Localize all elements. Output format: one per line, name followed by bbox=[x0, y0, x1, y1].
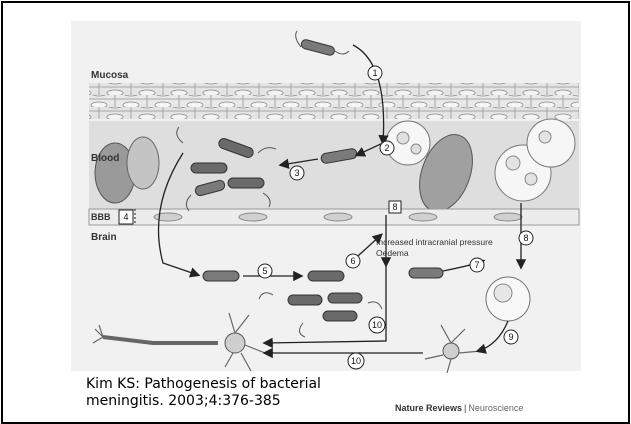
mucosa-epithelium bbox=[89, 83, 579, 119]
bacterium bbox=[409, 268, 443, 278]
annotation-pressure: Increased intracranial pressure bbox=[376, 237, 493, 247]
step-3: 3 bbox=[294, 168, 299, 178]
label-mucosa: Mucosa bbox=[91, 70, 129, 81]
step-9: 9 bbox=[508, 332, 513, 342]
leukocyte bbox=[486, 277, 530, 321]
step-2: 2 bbox=[384, 143, 389, 153]
meningitis-pathogenesis-diagram: Mucosa Blood BBB Brain bbox=[3, 3, 628, 422]
blood-brain-barrier bbox=[89, 209, 579, 225]
step-10a: 10 bbox=[372, 320, 382, 330]
step-10b: 10 bbox=[351, 356, 361, 366]
step-4: 4 bbox=[123, 212, 128, 222]
label-brain: Brain bbox=[91, 232, 117, 243]
citation: Kim KS: Pathogenesis of bacterial mening… bbox=[86, 376, 321, 410]
step-5: 5 bbox=[262, 266, 267, 276]
credit-separator: | bbox=[464, 403, 466, 413]
annotation-oedema: Oedema bbox=[376, 248, 409, 258]
credit-section: Neuroscience bbox=[468, 403, 523, 413]
step-6: 6 bbox=[350, 256, 355, 266]
citation-line-2: meningitis. 2003;4:376-385 bbox=[86, 393, 321, 410]
journal-credit: Nature Reviews|Neuroscience bbox=[395, 403, 523, 413]
bacterium bbox=[203, 271, 239, 281]
step-7: 7 bbox=[474, 260, 479, 270]
step-8b: 8 bbox=[523, 233, 528, 243]
label-blood: Blood bbox=[91, 153, 119, 164]
citation-line-1: Kim KS: Pathogenesis of bacterial bbox=[86, 376, 321, 393]
step-8a: 8 bbox=[392, 202, 397, 212]
label-bbb: BBB bbox=[91, 212, 111, 222]
step-1: 1 bbox=[372, 68, 377, 78]
credit-journal: Nature Reviews bbox=[395, 403, 462, 413]
